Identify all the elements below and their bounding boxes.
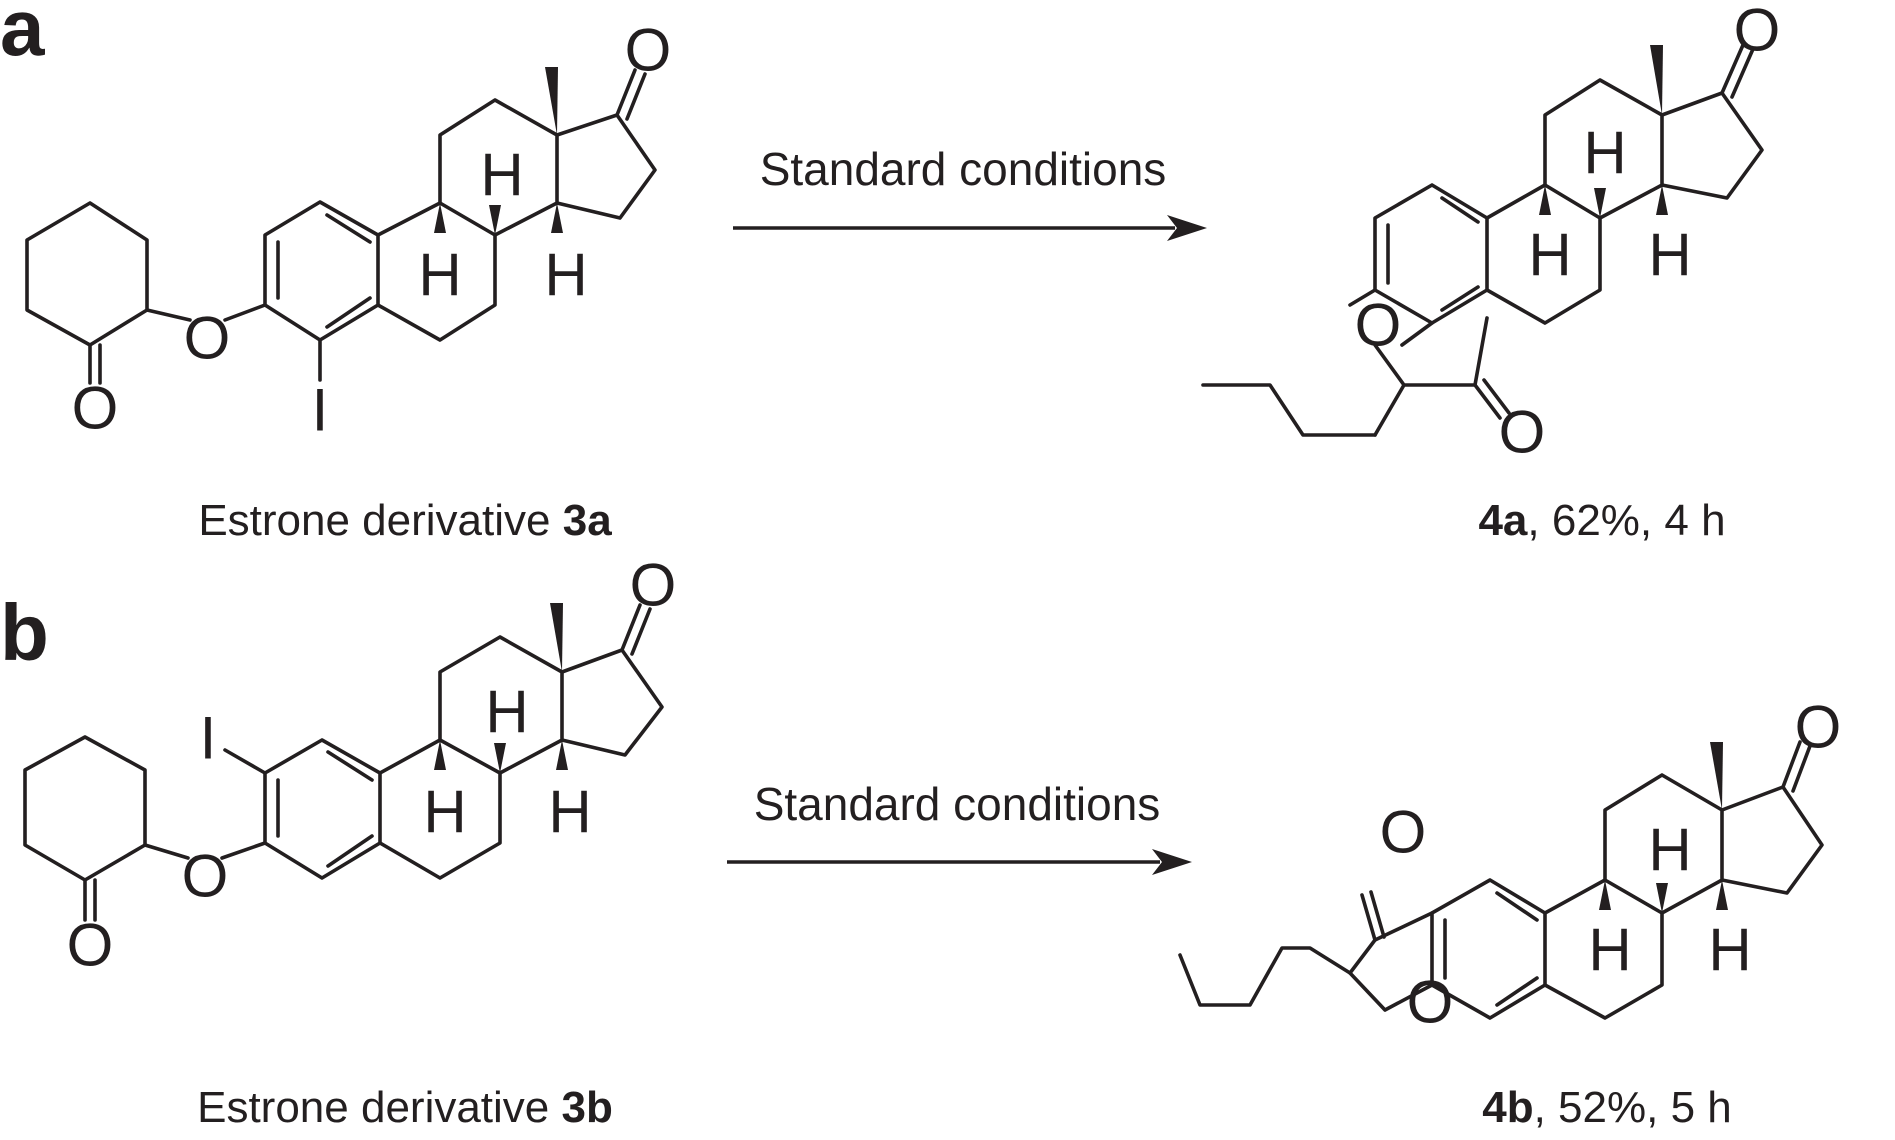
product-4b-structure: O O H H H O: [1178, 694, 1842, 1036]
atom-o-ketone-4a: O: [1499, 399, 1546, 466]
atom-o-furan-4a: O: [1355, 292, 1402, 359]
atom-h-9-3a: H: [418, 242, 461, 309]
product-caption-4a: 4a, 62%, 4 h: [1478, 496, 1725, 545]
atom-o-ketone-3b: O: [67, 912, 114, 979]
atom-h-9-4b: H: [1588, 917, 1631, 984]
atom-h-8-4a: H: [1583, 120, 1626, 187]
atom-o-ether-3a: O: [184, 305, 231, 372]
atom-o-17-4b: O: [1795, 694, 1842, 761]
atom-h-9-4a: H: [1528, 222, 1571, 289]
atom-o-17-4a: O: [1734, 0, 1781, 64]
atom-i-3b: I: [200, 705, 217, 772]
conditions-label-a: Standard conditions: [760, 143, 1167, 195]
atom-o-ketone-4b: O: [1380, 799, 1427, 866]
atom-o-furan-4b: O: [1407, 969, 1454, 1036]
conditions-label-b: Standard conditions: [754, 778, 1161, 830]
atom-h-14-4b: H: [1708, 917, 1751, 984]
atom-i-3a: I: [312, 377, 329, 444]
atom-h-8-4b: H: [1648, 817, 1691, 884]
arrow-head-b: [1152, 849, 1192, 875]
panel-label-a: a: [0, 0, 45, 72]
reactant-caption-3b: Estrone derivative 3b: [197, 1083, 613, 1132]
product-4a-structure: O O H H H O: [1201, 0, 1781, 466]
atom-h-8-3b: H: [485, 679, 528, 746]
reactant-3b-structure: O O I H H H O: [23, 552, 677, 979]
atom-h-9-3b: H: [423, 779, 466, 846]
atom-o-ether-3b: O: [182, 843, 229, 910]
atom-h-14-3b: H: [548, 779, 591, 846]
reactant-caption-3a: Estrone derivative 3a: [198, 496, 612, 545]
atom-h-14-3a: H: [544, 242, 587, 309]
atom-h-8-3a: H: [480, 142, 523, 209]
panel-label-b: b: [0, 588, 49, 677]
reactant-3a-structure: O O I H H H O: [25, 17, 672, 444]
product-caption-4b: 4b, 52%, 5 h: [1482, 1083, 1732, 1132]
arrow-head-a: [1167, 215, 1207, 241]
atom-o-17-3a: O: [625, 17, 672, 84]
atom-o-ketone-3a: O: [72, 375, 119, 442]
atom-o-17-3b: O: [630, 552, 677, 619]
atom-h-14-4a: H: [1648, 222, 1691, 289]
